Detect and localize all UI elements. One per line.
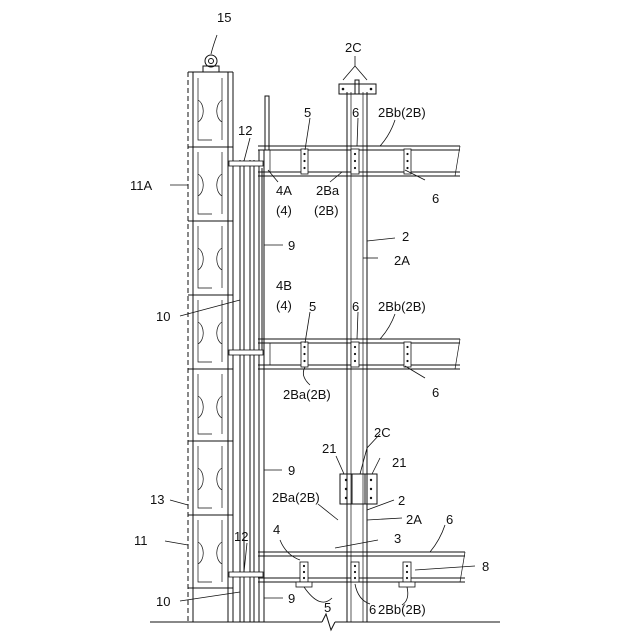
label-5-mid: 5 <box>309 299 316 314</box>
label-2Bb-top: 2Bb(2B) <box>378 105 426 120</box>
label-2C-low: 2C <box>374 425 391 440</box>
leader-lines <box>165 35 475 605</box>
label-10-mid: 10 <box>156 309 170 324</box>
label-2Bb-mid: 2Bb(2B) <box>378 299 426 314</box>
label-5-low: 5 <box>324 600 331 615</box>
label-9-bottom: 9 <box>288 591 295 606</box>
label-4-low: 4 <box>273 522 280 537</box>
label-12-low: 12 <box>234 529 248 544</box>
label-9-top: 9 <box>288 238 295 253</box>
label-2Ba-top: 2Ba <box>316 183 340 198</box>
lift-tower <box>188 72 233 622</box>
label-9-low: 9 <box>288 463 295 478</box>
label-15: 15 <box>217 10 231 25</box>
label-2Ba-top-sub: (2B) <box>314 203 339 218</box>
label-6-top: 6 <box>352 105 359 120</box>
label-10-low: 10 <box>156 594 170 609</box>
label-3: 3 <box>394 531 401 546</box>
label-11A: 11A <box>130 178 152 193</box>
beam-floor-2 <box>258 339 460 369</box>
reference-labels: 15 2C 12 5 6 2Bb(2B) 11A 4A (4) 2Ba (2B)… <box>130 10 489 617</box>
label-6-right-top: 6 <box>432 191 439 206</box>
label-2A-top: 2A <box>394 253 410 268</box>
label-12-top: 12 <box>238 123 252 138</box>
label-2Ba-low: 2Ba(2B) <box>272 490 320 505</box>
beam-floor-1 <box>258 146 460 176</box>
label-2Ba-mid: 2Ba(2B) <box>283 387 331 402</box>
label-2-low: 2 <box>398 493 405 508</box>
label-11: 11 <box>134 533 148 548</box>
label-8: 8 <box>482 559 489 574</box>
label-13: 13 <box>150 492 164 507</box>
beam-floor-3 <box>258 552 465 587</box>
label-6-low: 6 <box>369 602 376 617</box>
label-2Bb-low: 2Bb(2B) <box>378 602 426 617</box>
label-4B: 4B <box>276 278 292 293</box>
label-6-low-right: 6 <box>446 512 453 527</box>
label-4A: 4A <box>276 183 292 198</box>
label-21-left: 21 <box>322 441 336 456</box>
label-21-right: 21 <box>392 455 406 470</box>
label-2-top: 2 <box>402 229 409 244</box>
label-2C-top: 2C <box>345 40 362 55</box>
label-6-mid: 6 <box>352 299 359 314</box>
label-4B-sub: (4) <box>276 298 292 313</box>
ground-line <box>150 614 500 630</box>
label-6-right-mid: 6 <box>432 385 439 400</box>
label-5-top: 5 <box>304 105 311 120</box>
winch <box>203 55 219 72</box>
label-4A-sub: (4) <box>276 203 292 218</box>
label-2A-low: 2A <box>406 512 422 527</box>
